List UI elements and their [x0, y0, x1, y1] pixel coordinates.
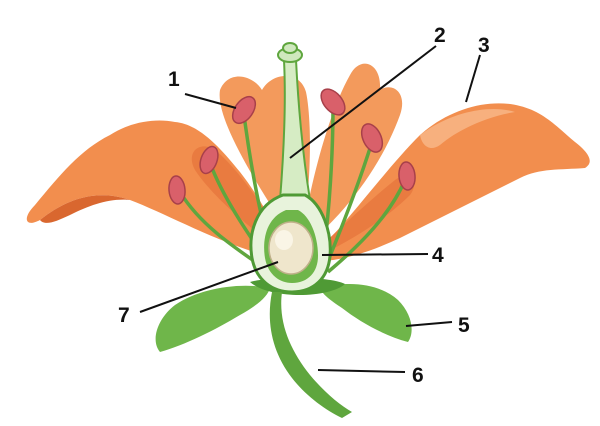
label-3: 3 [478, 34, 490, 57]
stigma-top [282, 42, 298, 54]
petal-right-light [420, 108, 515, 149]
leader-line-4 [321, 253, 429, 256]
stem [269, 292, 352, 418]
leader-line-1 [184, 93, 237, 109]
petal-back-right [300, 63, 403, 251]
sepal-left [155, 285, 270, 352]
leader-line-7 [139, 261, 279, 313]
ovule-highlight [275, 230, 293, 250]
ovule [268, 221, 314, 275]
leader-line-2 [289, 45, 437, 159]
anther [168, 175, 186, 205]
label-5: 5 [458, 314, 470, 337]
leader-line-5 [405, 321, 453, 327]
label-6: 6 [412, 364, 424, 387]
label-7: 7 [118, 304, 130, 327]
leader-line-6 [317, 369, 406, 373]
petal-mid-right [305, 176, 415, 262]
anther [199, 145, 219, 175]
anther [231, 95, 257, 125]
anther [320, 88, 346, 116]
anther [360, 123, 384, 153]
leader-lines [139, 45, 481, 373]
label-4: 4 [432, 244, 444, 267]
labels: 1 2 3 4 5 6 7 [118, 24, 490, 387]
label-2: 2 [434, 24, 446, 47]
leader-line-3 [465, 54, 481, 103]
petal-left-shadow [40, 195, 130, 223]
sepal-right [320, 284, 412, 342]
anther [398, 161, 416, 191]
petal-left [26, 120, 293, 262]
filament [326, 179, 407, 274]
label-1: 1 [168, 68, 180, 91]
pistil [249, 42, 332, 294]
